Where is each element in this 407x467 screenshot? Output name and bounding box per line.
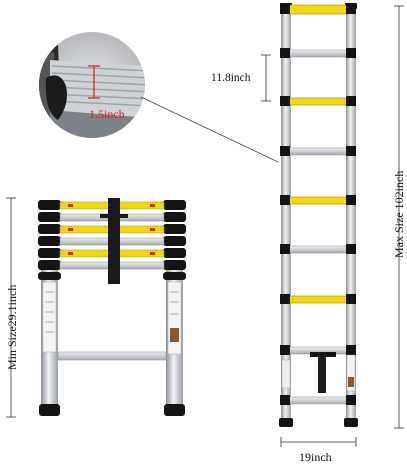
width-label: 19inch — [299, 450, 332, 464]
zoom-leader-line — [140, 96, 279, 163]
collapsed-ladder — [38, 198, 186, 416]
rung-7 — [280, 294, 356, 304]
max-size-dimension — [394, 5, 404, 429]
warning-sticker-right — [346, 354, 356, 392]
rung-9 — [280, 395, 356, 405]
rung-1 — [280, 3, 356, 15]
max-size-label: Max Size 102inch — [392, 171, 406, 258]
warning-sticker-left — [281, 359, 291, 389]
min-size-label: Min Size29.1inch — [5, 285, 19, 370]
zoom-detail: 1.5inch — [39, 32, 145, 138]
carry-strap — [108, 198, 120, 284]
thickness-indicator — [88, 65, 100, 99]
rung-thickness-label: 1.5inch — [89, 107, 125, 121]
extended-ladder — [279, 3, 358, 427]
rung-4 — [280, 146, 356, 156]
step-spacing-label: 11.8inch — [211, 72, 251, 84]
step-spacing-dimension — [261, 54, 271, 102]
rung-3 — [280, 96, 356, 106]
rung-5 — [280, 195, 356, 205]
min-size-dimension — [6, 197, 16, 418]
width-dimension — [280, 437, 357, 447]
rung-6 — [280, 244, 356, 254]
warning-sticker-right — [167, 281, 182, 355]
carry-handle — [310, 352, 336, 393]
stacked-rungs — [38, 198, 186, 284]
warning-sticker-left — [42, 281, 57, 353]
rung-2 — [280, 48, 356, 58]
